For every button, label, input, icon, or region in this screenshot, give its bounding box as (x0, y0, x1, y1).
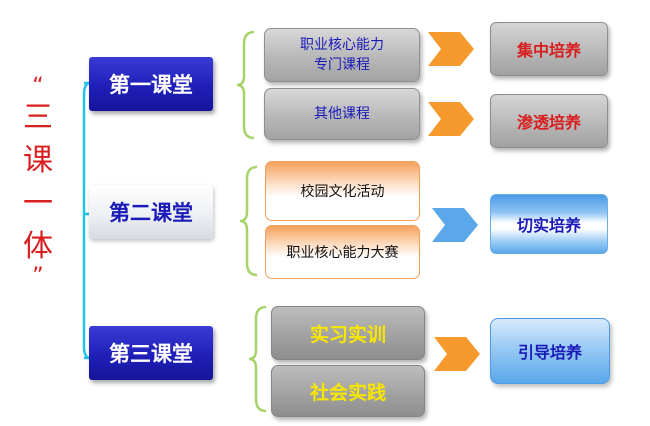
second-item-competition: 职业核心能力大赛 (265, 225, 420, 279)
vertical-title: “ 三 课 一 体 ” (18, 74, 58, 289)
result-practical: 切实培养 (490, 194, 608, 254)
result-guiding: 引导培养 (490, 318, 610, 384)
brace-second (239, 165, 258, 277)
title-char-1: 三 (23, 100, 53, 135)
arrow-second (432, 208, 478, 242)
title-char-2: 课 (23, 143, 53, 178)
open-quote: “ (32, 74, 44, 99)
brace-third (248, 305, 267, 413)
class-box-first: 第一课堂 (89, 57, 213, 111)
result-concentrated: 集中培养 (490, 22, 608, 76)
first-item-core-course-line1: 职业核心能力 (300, 37, 384, 53)
arrow-first-1 (428, 32, 474, 66)
third-item-social-practice: 社会实践 (271, 365, 425, 417)
close-quote: ” (32, 264, 44, 289)
second-item-campus-culture: 校园文化活动 (265, 161, 420, 221)
arrow-first-2 (428, 102, 474, 136)
first-item-other-courses: 其他课程 (264, 88, 420, 140)
title-char-4: 体 (23, 229, 53, 264)
class-box-second: 第二课堂 (89, 185, 213, 239)
arrow-third (434, 337, 480, 371)
brace-first (236, 30, 255, 140)
title-char-3: 一 (23, 186, 53, 221)
result-penetrating: 渗透培养 (490, 94, 608, 148)
third-item-internship: 实习实训 (271, 306, 425, 360)
first-item-core-course-line2: 专门课程 (314, 57, 370, 73)
first-item-core-course: 职业核心能力 专门课程 (264, 28, 420, 82)
class-box-third: 第三课堂 (89, 326, 213, 380)
